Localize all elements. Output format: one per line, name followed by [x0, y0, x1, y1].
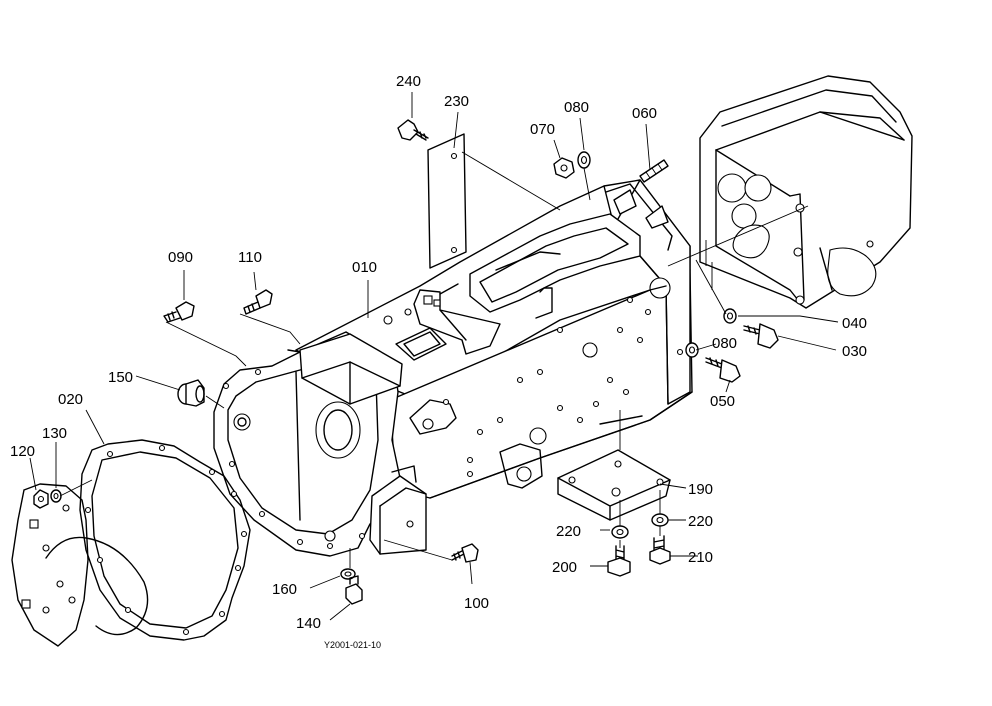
- label-050: 050: [710, 393, 735, 410]
- label-160: 160: [272, 581, 297, 598]
- bolt-110: [243, 289, 273, 315]
- label-090: 090: [168, 249, 193, 266]
- label-010: 010: [352, 259, 377, 276]
- washer-040: [723, 308, 737, 324]
- label-080-top: 080: [564, 99, 589, 116]
- leader-lines: [29, 92, 839, 621]
- washer-130: [50, 489, 62, 503]
- bolt-210: [649, 535, 671, 565]
- label-060: 060: [632, 105, 657, 122]
- bolt-200: [607, 545, 631, 577]
- washer-160: [340, 568, 356, 580]
- label-070: 070: [530, 121, 555, 138]
- plug-150: [177, 379, 205, 407]
- label-140: 140: [296, 615, 321, 632]
- plate-230: [427, 133, 467, 269]
- nut-120: [33, 489, 49, 509]
- label-030: 030: [842, 343, 867, 360]
- label-220-left: 220: [556, 523, 581, 540]
- bolt-030: [743, 323, 779, 349]
- case-bolt-holes: [442, 296, 684, 478]
- transmission-case: [295, 179, 693, 499]
- label-020: 020: [58, 391, 83, 408]
- label-230: 230: [444, 93, 469, 110]
- figure-code: Y2001-021-10: [324, 640, 381, 650]
- bell-housing: [213, 331, 427, 557]
- label-210: 210: [688, 549, 713, 566]
- label-130: 130: [42, 425, 67, 442]
- plug-140: [345, 575, 363, 605]
- label-080-lower: 080: [712, 335, 737, 352]
- label-220-right: 220: [688, 513, 713, 530]
- bolt-240: [397, 119, 429, 141]
- bolt-050: [705, 357, 741, 383]
- bolt-090: [163, 301, 195, 323]
- nut-070: [553, 157, 575, 179]
- label-200: 200: [552, 559, 577, 576]
- cover-190: [557, 449, 671, 521]
- callout-labels: 240 230 070 080 060 090 110 010 040 030 …: [10, 73, 867, 650]
- label-110: 110: [238, 249, 262, 266]
- washer-220-left: [611, 525, 629, 539]
- label-150: 150: [108, 369, 133, 386]
- label-240: 240: [396, 73, 421, 90]
- label-190: 190: [688, 481, 713, 498]
- label-120: 120: [10, 443, 35, 460]
- stud-060: [639, 159, 669, 183]
- washer-220-right: [651, 513, 669, 527]
- washer-080-lower: [685, 342, 699, 358]
- bolt-100: [451, 543, 479, 563]
- washer-080-top: [577, 151, 591, 169]
- front-plate: [11, 483, 149, 647]
- label-040: 040: [842, 315, 867, 332]
- label-100: 100: [464, 595, 489, 612]
- rear-housing: [699, 75, 913, 309]
